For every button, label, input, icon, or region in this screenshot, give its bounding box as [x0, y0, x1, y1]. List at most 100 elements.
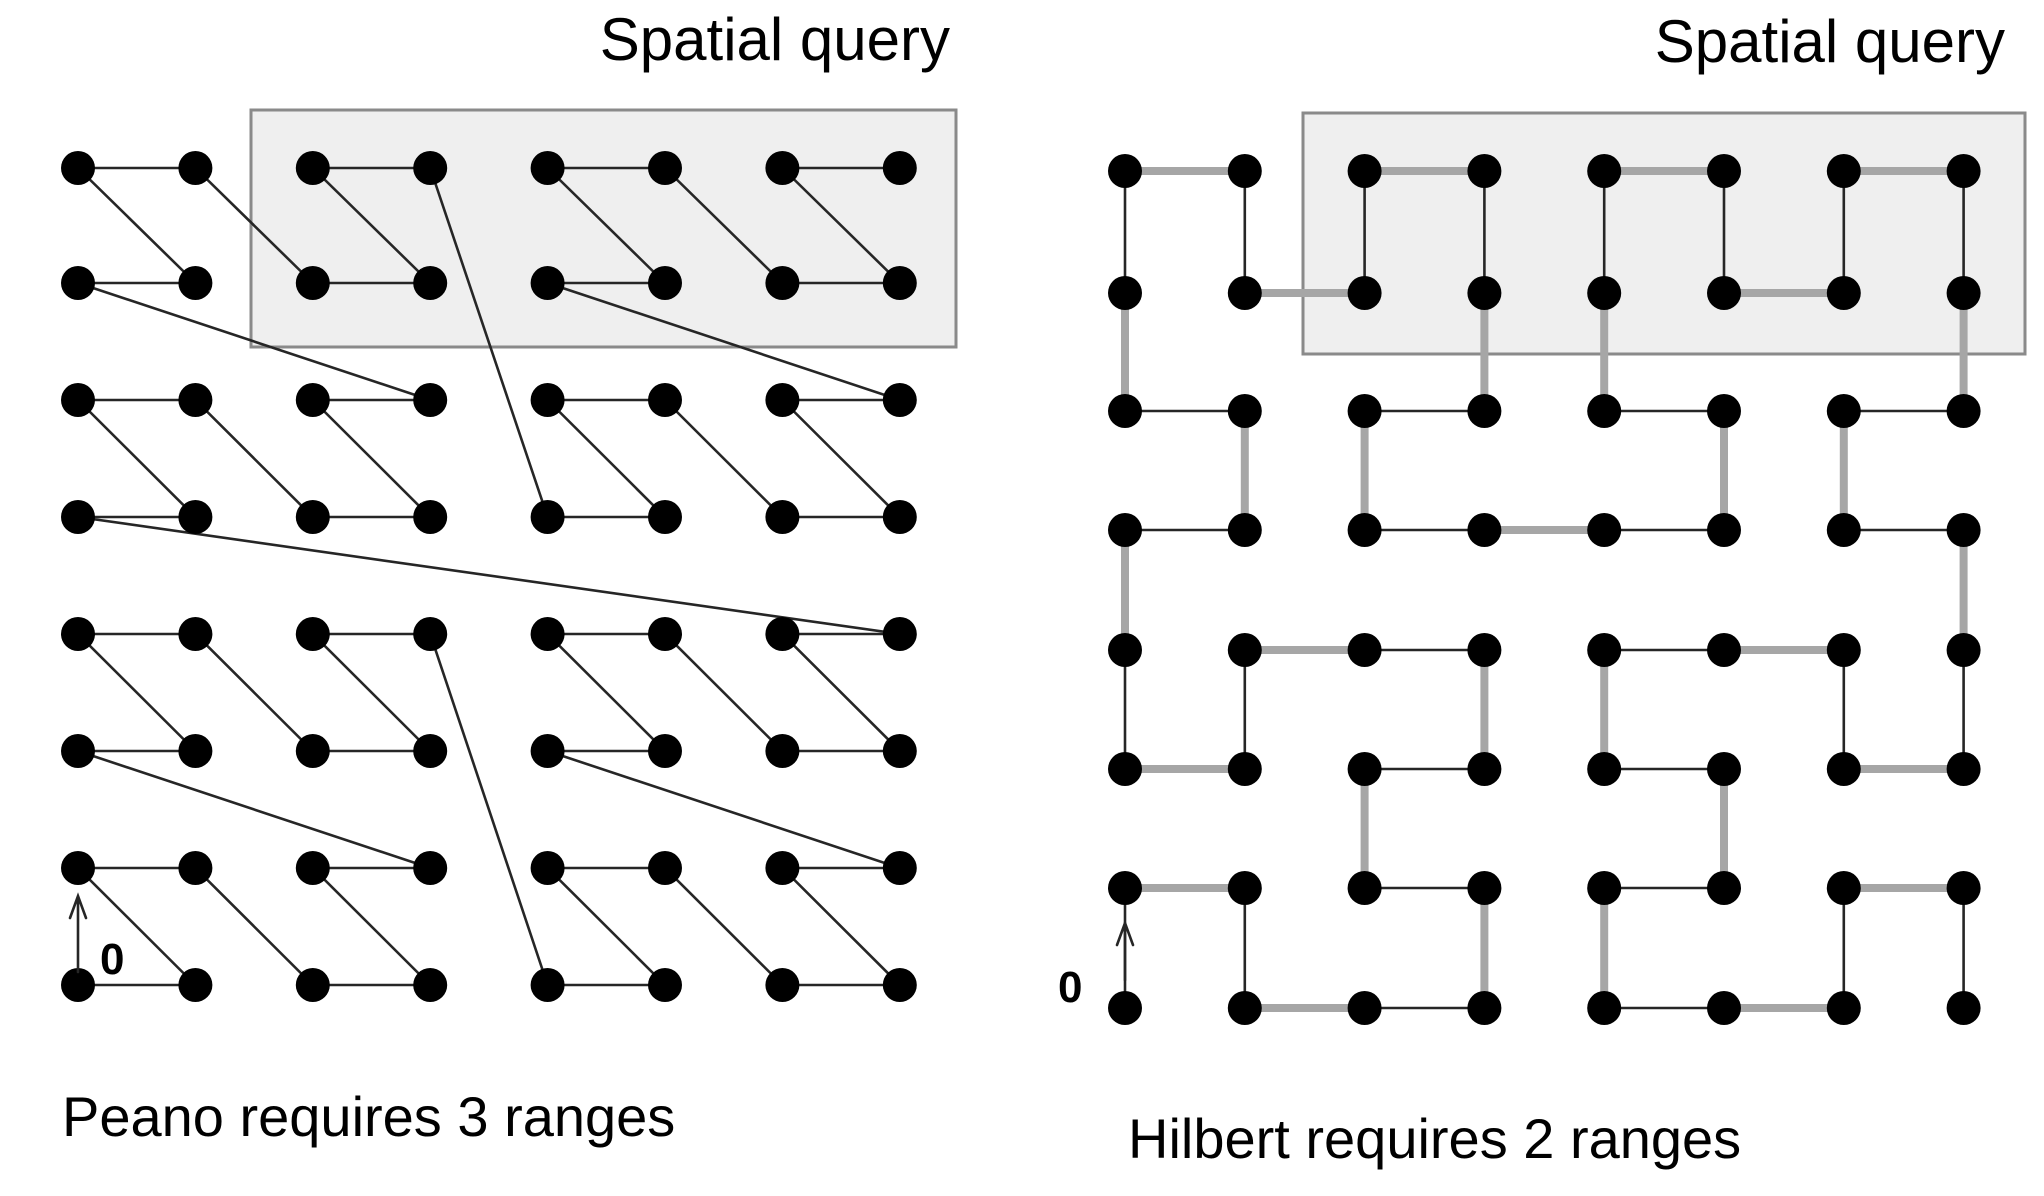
hilbert-grid-node — [1587, 394, 1622, 428]
peano-grid-node — [765, 617, 800, 651]
peano-grid-node — [178, 851, 213, 885]
peano-grid-node — [61, 851, 95, 885]
peano-grid-node — [295, 617, 330, 651]
peano-curve-edge — [428, 632, 549, 987]
hilbert-grid-node — [1707, 633, 1741, 667]
hilbert-grid-node — [1227, 513, 1262, 547]
hilbert-grid-node — [1108, 633, 1142, 667]
hilbert-grid-node — [1227, 991, 1262, 1025]
peano-curve-edge — [546, 632, 667, 753]
hilbert-grid-node — [1347, 991, 1382, 1025]
peano-grid-node — [413, 617, 448, 651]
hilbert-grid-node — [1946, 633, 1981, 667]
peano-grid-node — [765, 968, 800, 1002]
hilbert-grid-node — [1347, 154, 1382, 188]
peano-grid-node — [882, 500, 917, 534]
peano-grid-node — [882, 734, 917, 768]
hilbert-grid-node — [1108, 752, 1142, 786]
hilbert-grid-node — [1467, 276, 1502, 310]
hilbert-grid-node — [1347, 633, 1382, 667]
hilbert-grid-node — [1587, 154, 1622, 188]
peano-grid-node — [295, 383, 330, 417]
hilbert-grid-node — [1467, 513, 1502, 547]
peano-grid-node — [882, 266, 917, 300]
peano-grid-node — [648, 968, 682, 1002]
peano-curve-edge — [546, 749, 902, 870]
peano-curve-edge — [781, 632, 902, 753]
peano-curve-edge — [546, 398, 667, 519]
hilbert-grid-node — [1467, 633, 1502, 667]
peano-curve-edge — [76, 281, 432, 402]
hilbert-grid-node — [1467, 871, 1502, 905]
peano-grid-node — [295, 734, 330, 768]
peano-curve-edge — [781, 398, 902, 519]
hilbert-grid-node — [1826, 633, 1861, 667]
peano-grid-node — [413, 266, 448, 300]
hilbert-grid-node — [1946, 394, 1981, 428]
hilbert-grid-node — [1347, 513, 1382, 547]
peano-grid-node — [413, 151, 448, 185]
hilbert-grid-nodes — [1108, 154, 1981, 1025]
peano-grid-node — [61, 734, 95, 768]
hilbert-grid-node — [1467, 752, 1502, 786]
hilbert-grid-node — [1108, 276, 1142, 310]
peano-grid-node — [648, 851, 682, 885]
hilbert-grid-node — [1587, 633, 1622, 667]
hilbert-grid-node — [1347, 394, 1382, 428]
peano-curve-edge — [663, 866, 784, 987]
peano-spatial-query-box — [249, 108, 958, 349]
hilbert-grid-node — [1587, 991, 1622, 1025]
peano-grid-node — [648, 617, 682, 651]
peano-grid-node — [295, 266, 330, 300]
peano-curve-edge — [663, 398, 784, 519]
peano-curve-edge — [663, 166, 784, 285]
hilbert-curve-edges — [1121, 167, 1968, 1012]
peano-origin-label: 0 — [100, 935, 124, 984]
hilbert-panel: Spatial query 0 Hilbert requires 2 range… — [1058, 8, 2027, 1170]
hilbert-grid-node — [1108, 871, 1142, 905]
peano-curve-edge — [546, 166, 667, 285]
hilbert-grid-node — [1946, 871, 1981, 905]
peano-curve-edge — [76, 166, 197, 285]
peano-grid-node — [530, 383, 565, 417]
peano-curve-edge — [311, 866, 432, 987]
peano-grid-node — [61, 151, 95, 185]
peano-caption: Peano requires 3 ranges — [62, 1085, 675, 1148]
peano-grid-node — [295, 151, 330, 185]
hilbert-grid-node — [1826, 513, 1861, 547]
hilbert-grid-node — [1227, 276, 1262, 310]
peano-grid-node — [413, 500, 448, 534]
peano-start-arrow-icon — [68, 892, 88, 974]
hilbert-grid-node — [1227, 752, 1262, 786]
hilbert-grid-node — [1108, 513, 1142, 547]
peano-curve-edge — [663, 632, 784, 753]
peano-grid-node — [295, 851, 330, 885]
peano-grid-node — [882, 151, 917, 185]
peano-curve-edge — [76, 632, 197, 753]
peano-grid-node — [765, 383, 800, 417]
hilbert-grid-node — [1707, 276, 1741, 310]
peano-grid-node — [530, 500, 565, 534]
hilbert-grid-node — [1467, 154, 1502, 188]
peano-curve-edge — [76, 866, 197, 987]
peano-grid-node — [530, 266, 565, 300]
hilbert-grid-node — [1587, 513, 1622, 547]
peano-grid-node — [61, 266, 95, 300]
peano-grid-node — [295, 500, 330, 534]
peano-grid-node — [178, 617, 213, 651]
peano-curve-edge — [76, 749, 432, 870]
hilbert-caption: Hilbert requires 2 ranges — [1128, 1107, 1741, 1170]
hilbert-start-arrow-icon — [1115, 919, 1135, 982]
hilbert-grid-node — [1227, 394, 1262, 428]
peano-grid-node — [765, 266, 800, 300]
peano-curve-edge — [76, 515, 902, 636]
peano-curve-edge — [194, 632, 315, 753]
hilbert-grid-node — [1707, 752, 1741, 786]
peano-curve-edge — [428, 166, 549, 519]
peano-grid-node — [178, 151, 213, 185]
hilbert-grid-node — [1826, 394, 1861, 428]
hilbert-grid-node — [1707, 991, 1741, 1025]
peano-curve-edge — [194, 166, 315, 285]
hilbert-grid-node — [1946, 154, 1981, 188]
